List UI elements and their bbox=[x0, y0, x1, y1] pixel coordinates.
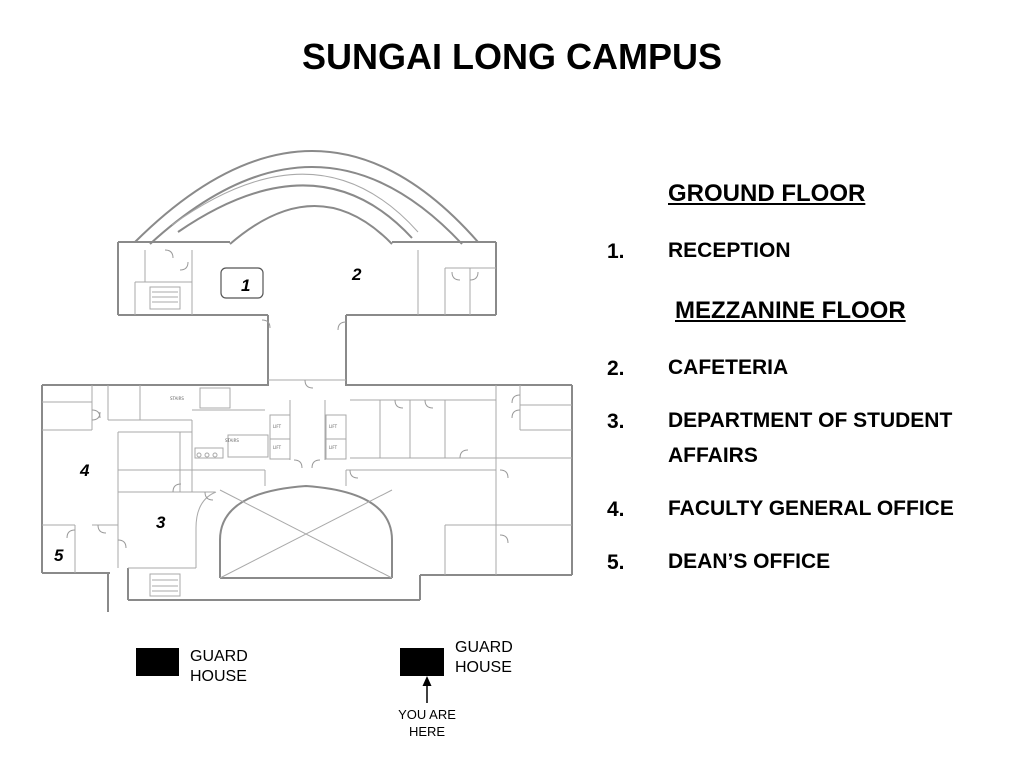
guard-house-right-label: GUARD HOUSE bbox=[455, 638, 513, 678]
legend-item-1-label: RECEPTION bbox=[668, 239, 791, 262]
legend-item-3-label-line2: AFFAIRS bbox=[668, 444, 758, 467]
legend-item-1-number: 1. bbox=[607, 240, 625, 263]
svg-text:STAIRS: STAIRS bbox=[170, 396, 184, 401]
you-are-here-line2: HERE bbox=[408, 724, 446, 739]
legend-item-4-number: 4. bbox=[607, 498, 625, 521]
legend-item-5-number: 5. bbox=[607, 551, 625, 574]
guard-house-right-marker bbox=[400, 648, 444, 676]
svg-text:LIFT: LIFT bbox=[329, 445, 338, 450]
guard-house-left-line1: GUARD bbox=[190, 648, 248, 665]
page-title: SUNGAI LONG CAMPUS bbox=[301, 36, 722, 77]
plan-label-2: 2 bbox=[351, 265, 362, 284]
you-are-here-line1: YOU ARE bbox=[398, 707, 456, 722]
guard-house-left-marker bbox=[136, 648, 179, 676]
svg-text:STAIRS: STAIRS bbox=[225, 438, 239, 443]
guard-house-right-line1: GUARD bbox=[455, 639, 513, 656]
plan-label-1: 1 bbox=[241, 276, 250, 295]
reception-marker bbox=[220, 267, 264, 299]
main-block-walls: STAIRS STAIRS LIFT LIFT LIFT LIFT bbox=[41, 379, 573, 612]
mezzanine-floor-heading: MEZZANINE FLOOR bbox=[675, 297, 906, 324]
legend-item-2-label: CAFETERIA bbox=[668, 356, 789, 379]
legend-item-4-label: FACULTY GENERAL OFFICE bbox=[668, 497, 954, 520]
legend-item-5-label: DEAN’S OFFICE bbox=[668, 550, 831, 573]
upper-block-walls bbox=[117, 150, 497, 386]
legend-item-3-number: 3. bbox=[607, 410, 625, 433]
ground-floor-heading: GROUND FLOOR bbox=[668, 180, 866, 207]
svg-text:LIFT: LIFT bbox=[273, 424, 282, 429]
plan-label-4: 4 bbox=[79, 461, 90, 480]
you-are-here-label: YOU ARE HERE bbox=[382, 706, 472, 740]
guard-house-right-line2: HOUSE bbox=[455, 659, 512, 676]
you-are-here-arrow bbox=[422, 676, 432, 703]
guard-house-left-label: GUARD HOUSE bbox=[190, 647, 248, 687]
svg-text:LIFT: LIFT bbox=[273, 445, 282, 450]
plan-label-3: 3 bbox=[156, 513, 166, 532]
legend-item-2-number: 2. bbox=[607, 357, 625, 380]
guard-house-left-line2: HOUSE bbox=[190, 668, 247, 685]
svg-text:LIFT: LIFT bbox=[329, 424, 338, 429]
plan-label-5: 5 bbox=[54, 546, 64, 565]
legend-item-3-label: DEPARTMENT OF STUDENT bbox=[668, 409, 953, 432]
